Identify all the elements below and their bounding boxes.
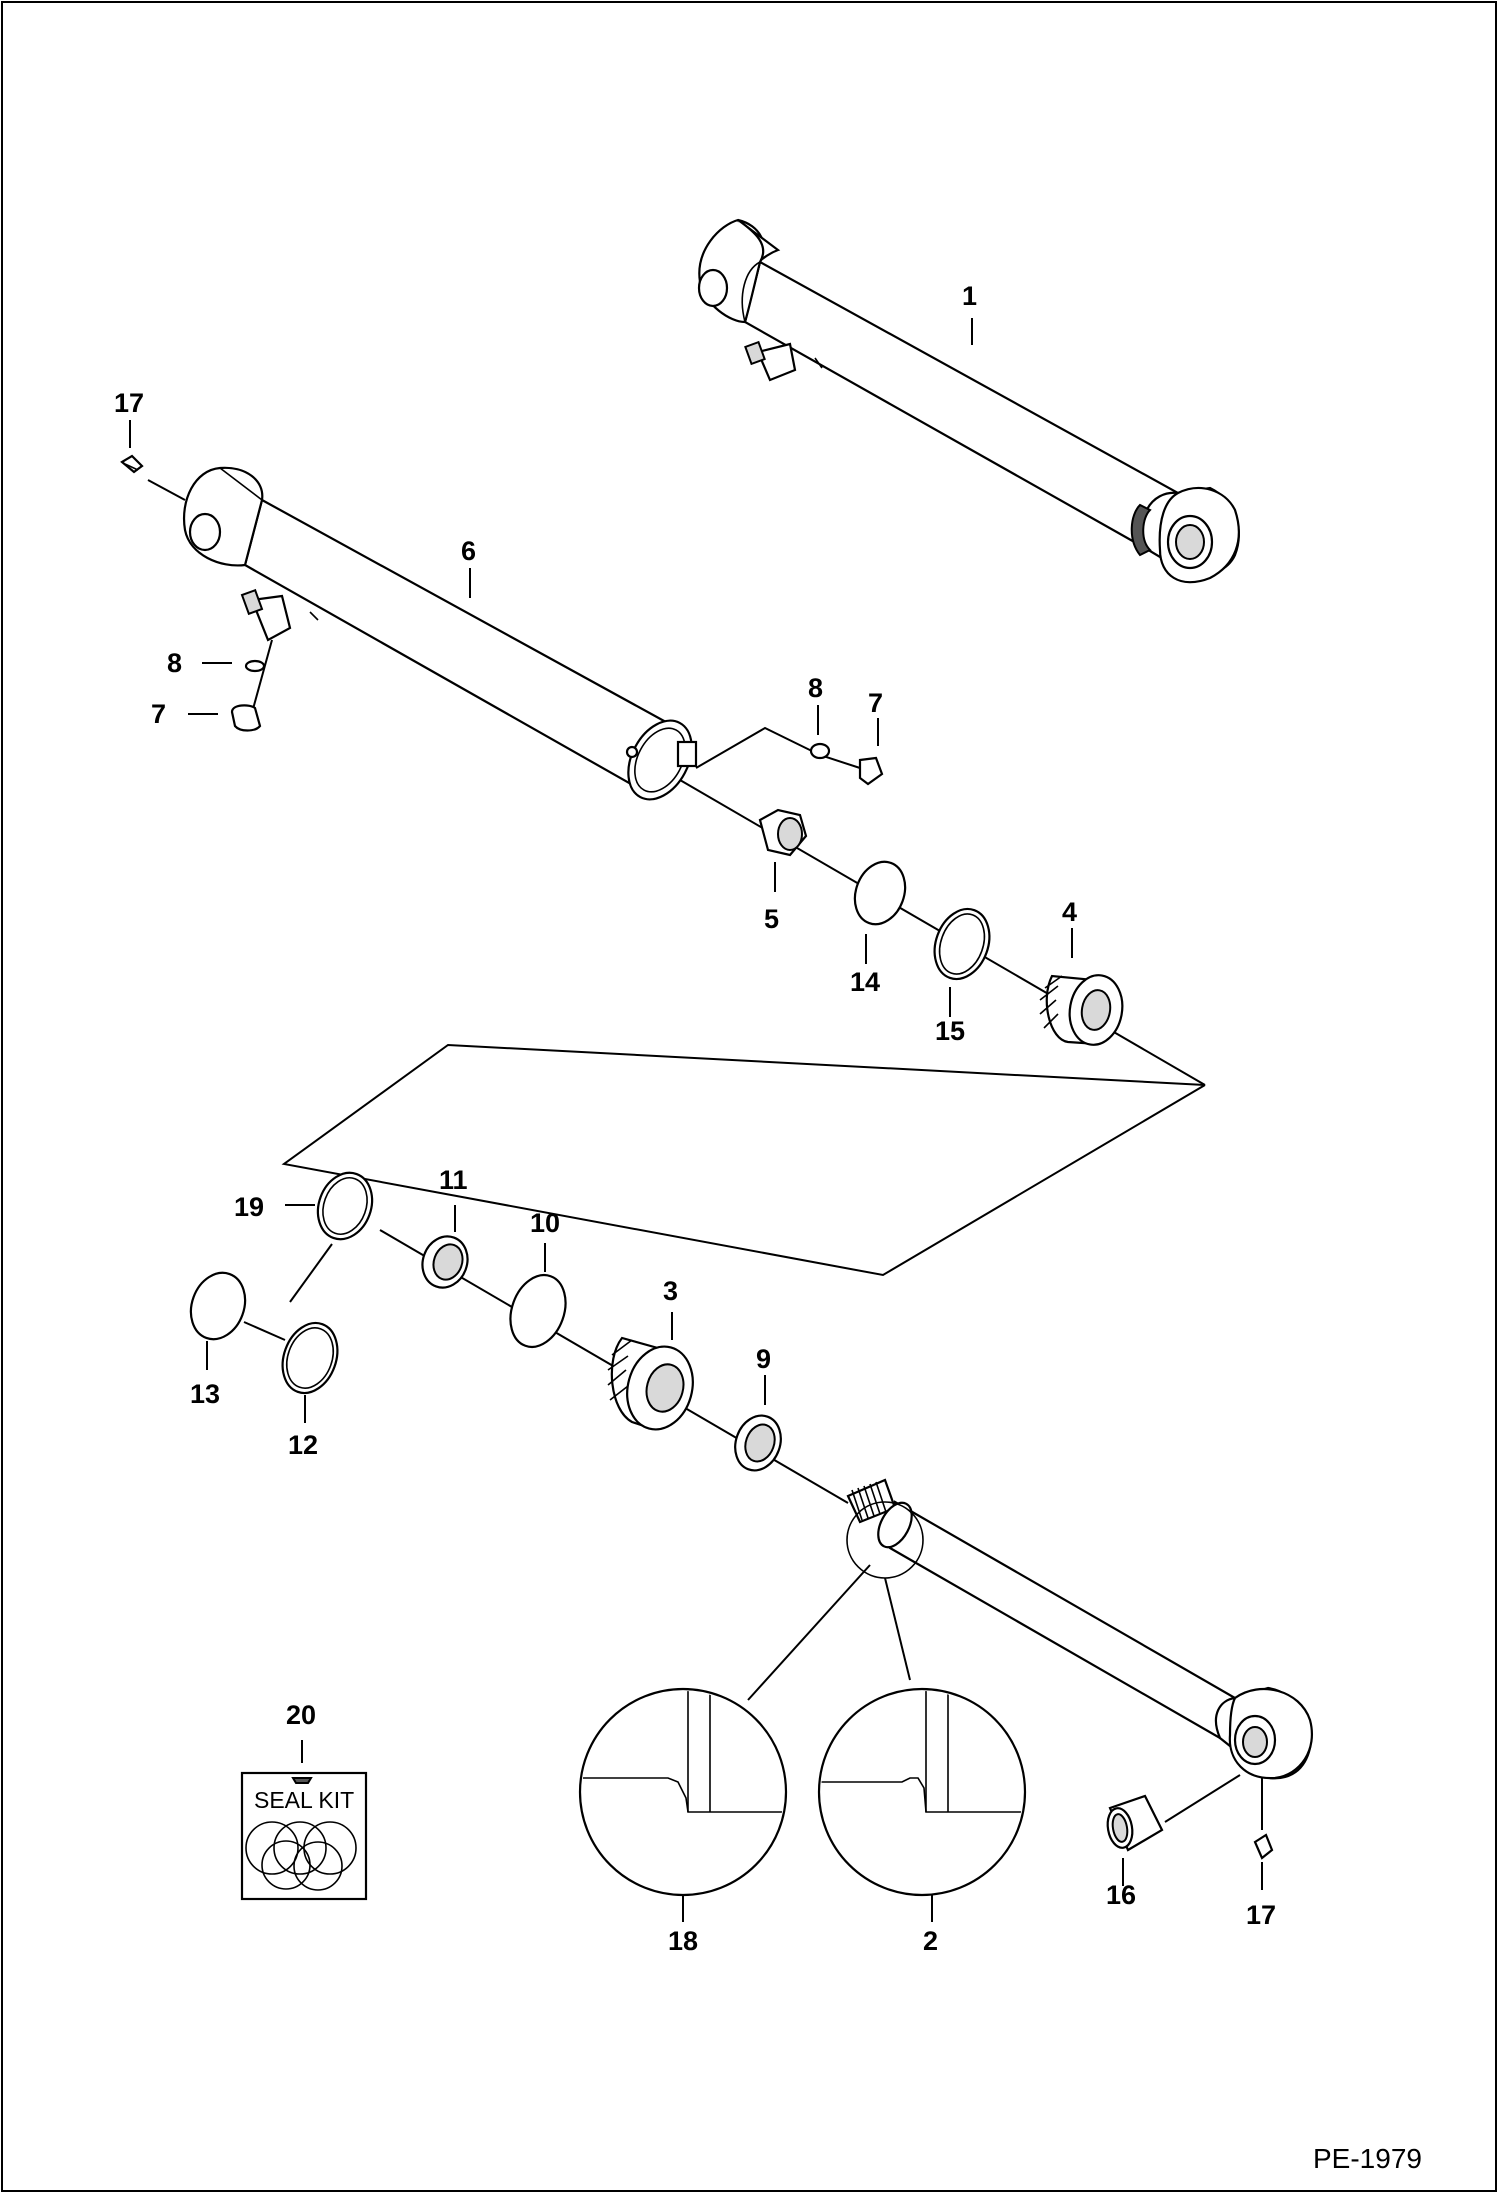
callout-7-right: 7 <box>868 688 883 718</box>
rod-guide-parts <box>189 1171 849 1504</box>
callout-2: 2 <box>923 1926 938 1956</box>
callout-7-left: 7 <box>151 699 166 729</box>
cylinder-rod <box>747 1478 1313 1780</box>
left-port-parts <box>188 639 273 732</box>
grease-fitting-bottom <box>1253 1778 1274 1890</box>
right-port-parts <box>695 705 884 786</box>
callout-4: 4 <box>1062 897 1077 927</box>
callout-5: 5 <box>764 904 779 934</box>
callout-16: 16 <box>1106 1880 1136 1910</box>
assembly-flow-line <box>281 1043 1206 1277</box>
bushing <box>1106 1774 1241 1886</box>
callout-17-bottom: 17 <box>1246 1900 1276 1930</box>
detail-view-18 <box>578 1687 788 1922</box>
callout-11: 11 <box>439 1165 468 1195</box>
callout-3: 3 <box>663 1276 678 1306</box>
callout-10: 10 <box>530 1208 560 1238</box>
callout-12: 12 <box>288 1430 318 1460</box>
callout-8-left: 8 <box>167 648 182 678</box>
seal-kit: SEAL KIT <box>240 1740 368 1901</box>
callout-1: 1 <box>962 281 977 311</box>
callout-20: 20 <box>286 1700 316 1730</box>
callout-6: 6 <box>461 536 476 566</box>
callout-18: 18 <box>668 1926 698 1956</box>
detail-view-2 <box>817 1687 1027 1922</box>
callout-8-right: 8 <box>808 673 823 703</box>
grease-fitting-top <box>120 420 144 474</box>
complete-cylinder-assembly <box>697 218 1240 584</box>
callout-19: 19 <box>234 1192 264 1222</box>
cylinder-barrel <box>147 466 698 801</box>
piston-parts <box>679 779 1206 1086</box>
callout-17-top: 17 <box>114 388 144 418</box>
callout-14: 14 <box>850 967 880 997</box>
drawing-reference: PE-1979 <box>1313 2143 1422 2174</box>
seal-kit-label: SEAL KIT <box>254 1787 354 1813</box>
callout-13: 13 <box>190 1379 220 1409</box>
callout-15: 15 <box>935 1016 965 1046</box>
callout-9: 9 <box>756 1344 771 1374</box>
